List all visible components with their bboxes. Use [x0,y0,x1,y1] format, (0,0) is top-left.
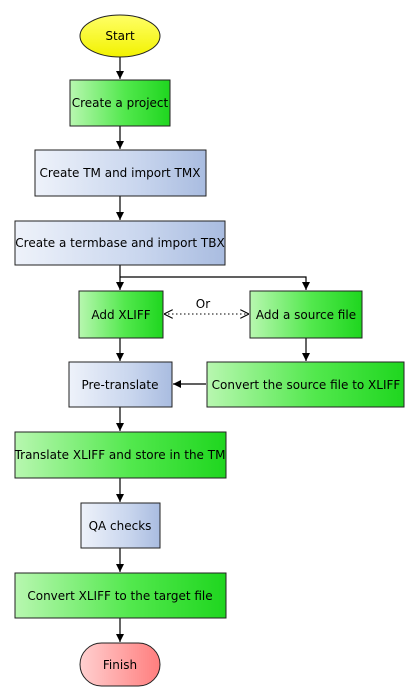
start-terminator-shape [79,14,161,58]
node-pretranslate-label: Pre-translate [81,378,158,392]
node-finish[interactable]: Finish [79,642,161,687]
node-convert-target-label: Convert XLIFF to the target file [27,589,212,603]
edges: Or [116,56,310,642]
node-convert-target[interactable]: Convert XLIFF to the target file [14,572,227,619]
node-create-project-label: Create a project [72,96,169,110]
node-add-xliff[interactable]: Add XLIFF [78,290,164,339]
node-pretranslate[interactable]: Pre-translate [68,361,173,408]
create-project-box [69,79,171,127]
add-source-box [249,290,363,339]
node-translate-store[interactable]: Translate XLIFF and store in the TM [14,431,227,479]
edge-label-or: Or [196,297,210,311]
node-add-source-label: Add a source file [256,308,356,322]
create-termbase-box [14,220,226,266]
node-add-xliff-label: Add XLIFF [91,308,150,322]
translate-store-box [14,431,227,479]
pretranslate-box [68,361,173,408]
node-create-termbase[interactable]: Create a termbase and import TBX [14,220,226,266]
node-create-tm[interactable]: Create TM and import TMX [34,149,207,197]
node-convert-source[interactable]: Convert the source file to XLIFF [206,361,405,408]
add-xliff-box [78,290,164,339]
node-create-termbase-label: Create a termbase and import TBX [15,236,224,250]
convert-target-box [14,572,227,619]
qa-checks-box [80,502,161,549]
node-start-label: Start [105,29,135,43]
edge-termbase-to-add-source [120,276,310,290]
convert-source-box [206,361,405,408]
node-finish-label: Finish [103,658,137,672]
node-create-tm-label: Create TM and import TMX [40,166,201,180]
node-translate-store-label: Translate XLIFF and store in the TM [14,448,226,462]
node-qa-checks-label: QA checks [89,519,152,533]
node-add-source[interactable]: Add a source file [249,290,363,339]
node-start[interactable]: Start [79,14,161,58]
node-create-project[interactable]: Create a project [69,79,171,127]
finish-terminator-shape [79,642,161,687]
node-qa-checks[interactable]: QA checks [80,502,161,549]
create-tm-box [34,149,207,197]
node-convert-source-label: Convert the source file to XLIFF [212,378,401,392]
